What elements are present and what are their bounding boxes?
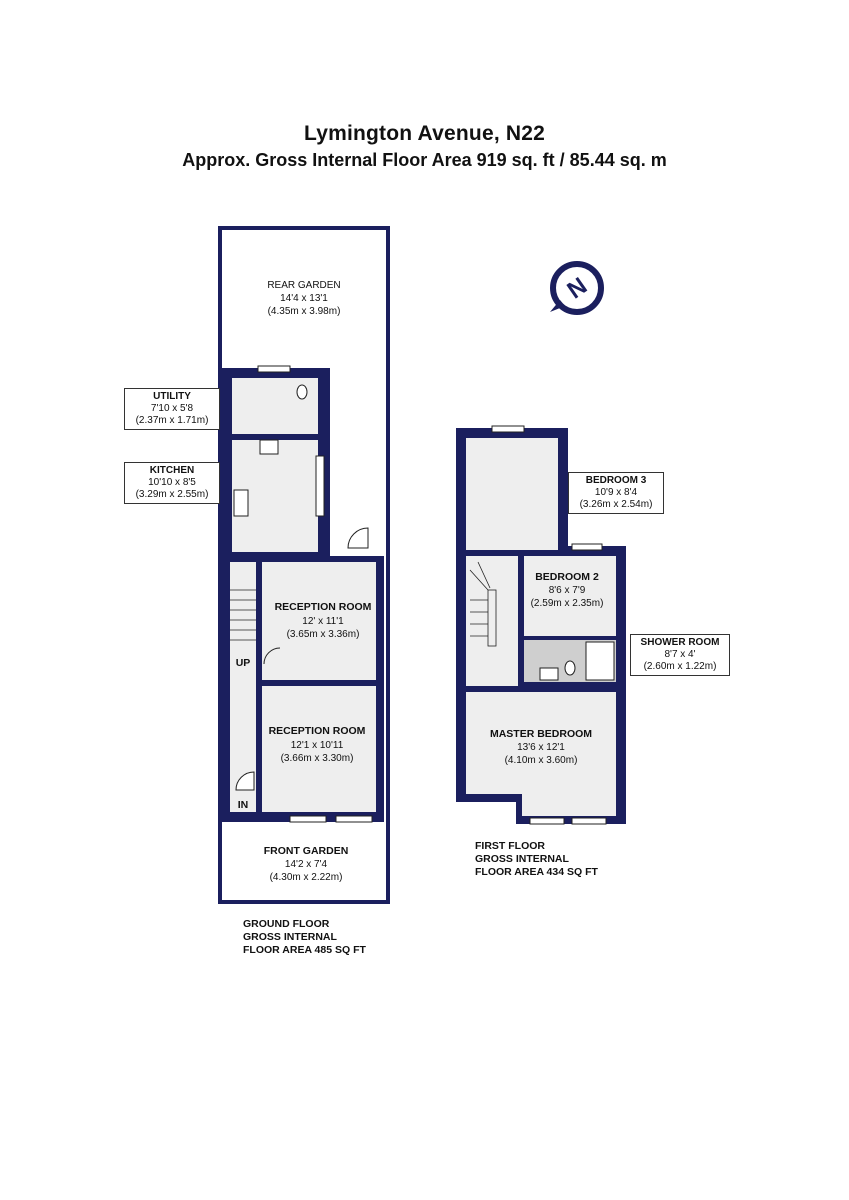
rear-garden-imperial: 14'4 x 13'1: [280, 293, 328, 304]
master-window-2: [571, 817, 607, 825]
front-garden-metric: (4.30m x 2.22m): [270, 872, 343, 883]
kitchen-sink-icon: [259, 439, 279, 455]
master-floor: [466, 692, 616, 794]
bay-floor: [522, 790, 616, 816]
master-bedroom-metric: (4.10m x 3.60m): [505, 755, 578, 766]
ground-stairs: [230, 589, 256, 641]
plan-title: Lymington Avenue, N22: [303, 122, 546, 145]
stairs-up-label: UP: [236, 657, 251, 669]
ground-floor: REAR GARDEN 14'4 x 13'1 (4.35m x 3.98m) …: [218, 226, 390, 904]
kitchen-window: [315, 455, 325, 517]
bedroom2-imperial: 8'6 x 7'9: [549, 585, 586, 596]
utility-metric: (2.37m x 1.71m): [135, 415, 209, 426]
front-window-1: [289, 815, 327, 823]
kitchen-name: KITCHEN: [149, 465, 195, 476]
landing-floor: [466, 556, 518, 686]
first-stairs: [469, 561, 497, 647]
bedroom2-name: BEDROOM 2: [535, 571, 599, 583]
utility-name: UTILITY: [153, 391, 191, 402]
bedroom3-metric: (3.26m x 2.54m): [579, 499, 653, 510]
utility-imperial: 7'10 x 5'8: [150, 403, 194, 414]
bedroom3-callout: BEDROOM 3 10'9 x 8'4 (3.26m x 2.54m): [568, 472, 664, 514]
master-bedroom-name: MASTER BEDROOM: [490, 728, 592, 740]
reception1-name: RECEPTION ROOM: [275, 601, 372, 613]
kitchen-imperial: 10'10 x 8'5: [148, 477, 196, 488]
reception2-metric: (3.66m x 3.30m): [281, 753, 354, 764]
basin-icon: [539, 667, 559, 681]
first-floor-note: FIRST FLOOR GROSS INTERNAL FLOOR AREA 43…: [475, 840, 598, 879]
ground-note-line-1: GROUND FLOOR: [243, 918, 330, 930]
hob-icon: [233, 489, 249, 517]
first-toilet-icon: [564, 660, 576, 676]
front-garden-imperial: 14'2 x 7'4: [285, 859, 328, 870]
front-window-2: [335, 815, 373, 823]
reception2-floor: [262, 686, 376, 812]
utility-window: [257, 365, 291, 373]
plan-subtitle: Approx. Gross Internal Floor Area 919 sq…: [182, 150, 667, 170]
bedroom3-imperial: 10'9 x 8'4: [594, 487, 638, 498]
north-compass-icon: N: [550, 261, 604, 315]
front-garden-name: FRONT GARDEN: [264, 845, 349, 857]
kitchen-callout: KITCHEN 10'10 x 8'5 (3.29m x 2.55m): [124, 462, 220, 504]
reception1-imperial: 12' x 11'1: [302, 616, 344, 627]
reception2-imperial: 12'1 x 10'11: [291, 740, 344, 751]
first-floor: BEDROOM 2 8'6 x 7'9 (2.59m x 2.35m) MAST…: [456, 425, 626, 825]
kitchen-metric: (3.29m x 2.55m): [135, 489, 209, 500]
utility-toilet-icon: [296, 384, 308, 400]
reception2-name: RECEPTION ROOM: [269, 725, 366, 737]
hallway-floor: [230, 562, 256, 812]
bedroom3-floor: [466, 438, 558, 550]
rear-garden-metric: (4.35m x 3.98m): [268, 306, 341, 317]
shower-room-metric: (2.60m x 1.22m): [643, 661, 717, 672]
bedroom2-floor: [524, 556, 616, 636]
reception1-metric: (3.65m x 3.36m): [287, 629, 360, 640]
hall-door-swing: [263, 647, 281, 665]
utility-callout: UTILITY 7'10 x 5'8 (2.37m x 1.71m): [124, 388, 220, 430]
entrance-label: IN: [238, 799, 249, 811]
shower-tray-icon: [585, 641, 615, 681]
reception1-floor: [262, 562, 376, 680]
front-door-swing: [235, 771, 255, 791]
first-note-line-1: FIRST FLOOR: [475, 840, 545, 852]
shower-room-callout: SHOWER ROOM 8'7 x 4' (2.60m x 1.22m): [630, 634, 730, 676]
shower-room-name: SHOWER ROOM: [640, 637, 720, 648]
compass-letter: N: [562, 272, 592, 304]
bedroom3-window: [491, 425, 525, 433]
ground-floor-note: GROUND FLOOR GROSS INTERNAL FLOOR AREA 4…: [243, 918, 366, 957]
ground-note-line-2: GROSS INTERNAL: [243, 931, 337, 943]
bedroom3-name: BEDROOM 3: [585, 475, 647, 486]
master-window-1: [529, 817, 565, 825]
rear-garden-name: REAR GARDEN: [267, 280, 340, 291]
rear-door-swing: [347, 527, 369, 549]
master-bedroom-imperial: 13'6 x 12'1: [517, 742, 565, 753]
shower-room-imperial: 8'7 x 4': [664, 649, 696, 660]
bedroom2-metric: (2.59m x 2.35m): [531, 598, 604, 609]
ground-note-line-3: FLOOR AREA 485 SQ FT: [243, 944, 366, 956]
bedroom2-window: [571, 543, 603, 551]
first-note-line-2: GROSS INTERNAL: [475, 853, 569, 865]
first-note-line-3: FLOOR AREA 434 SQ FT: [475, 866, 598, 878]
